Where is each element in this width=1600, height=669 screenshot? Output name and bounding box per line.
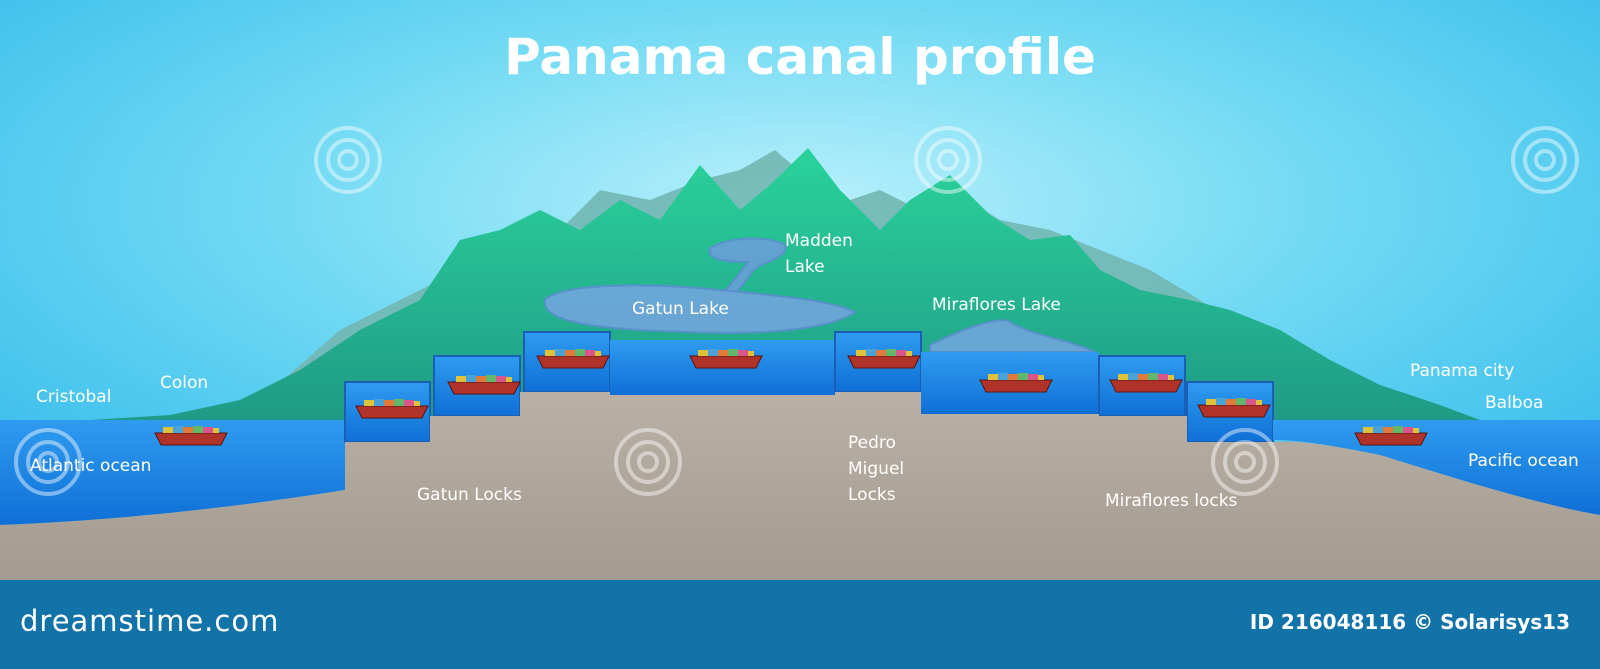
label-panama-city: Panama city [1410,361,1515,381]
label-pedro-miguel-line1: Pedro [848,433,896,453]
gatun-lake-basin [543,284,857,334]
ship-lock-3 [536,348,610,369]
label-pedro-miguel-line2: Miguel [848,459,905,479]
ship-lock-5 [1109,372,1183,393]
label-gatun-lake: Gatun Lake [632,299,729,319]
pacific-ocean-water [1273,420,1600,515]
ship-pacific [1354,425,1428,446]
label-miraflores-locks: Miraflores locks [1105,491,1238,511]
ship-lock-6 [1197,397,1271,418]
ship-lock-1 [355,398,429,419]
miraflores-lake-basin [929,319,1096,353]
canal-profile-illustration [0,0,1600,580]
atlantic-ocean-water [0,420,345,525]
diagram-canvas [0,0,1600,580]
label-pedro-miguel-line3: Locks [848,485,896,505]
label-pacific-ocean: Pacific ocean [1468,451,1579,471]
footer-bar: dreamstime.com ID 216048116 © Solarisys1… [0,580,1600,669]
ship-gatun-lake [689,348,763,369]
dreamstime-logo[interactable]: dreamstime.com [20,604,280,638]
diagram-title: Panama canal profile [504,28,1096,86]
label-madden-lake-line2: Lake [785,257,825,277]
label-atlantic-ocean: Atlantic ocean [30,456,152,476]
label-miraflores-lake: Miraflores Lake [932,295,1061,315]
front-mountains [90,148,1480,420]
watermark-spirals [14,126,1579,496]
label-cristobal: Cristobal [36,387,112,407]
label-colon: Colon [160,373,209,393]
ship-miraflores-lake [979,372,1053,393]
label-madden-lake-line1: Madden [785,231,853,251]
ship-pedro-miguel [847,348,921,369]
label-balboa: Balboa [1485,393,1544,413]
label-gatun-locks: Gatun Locks [417,485,522,505]
ship-atlantic [154,425,228,446]
image-credit: ID 216048116 © Solarisys13 [1249,610,1570,634]
madden-lake [708,237,787,298]
ground-profile [0,392,1600,580]
ship-lock-2 [447,374,521,395]
